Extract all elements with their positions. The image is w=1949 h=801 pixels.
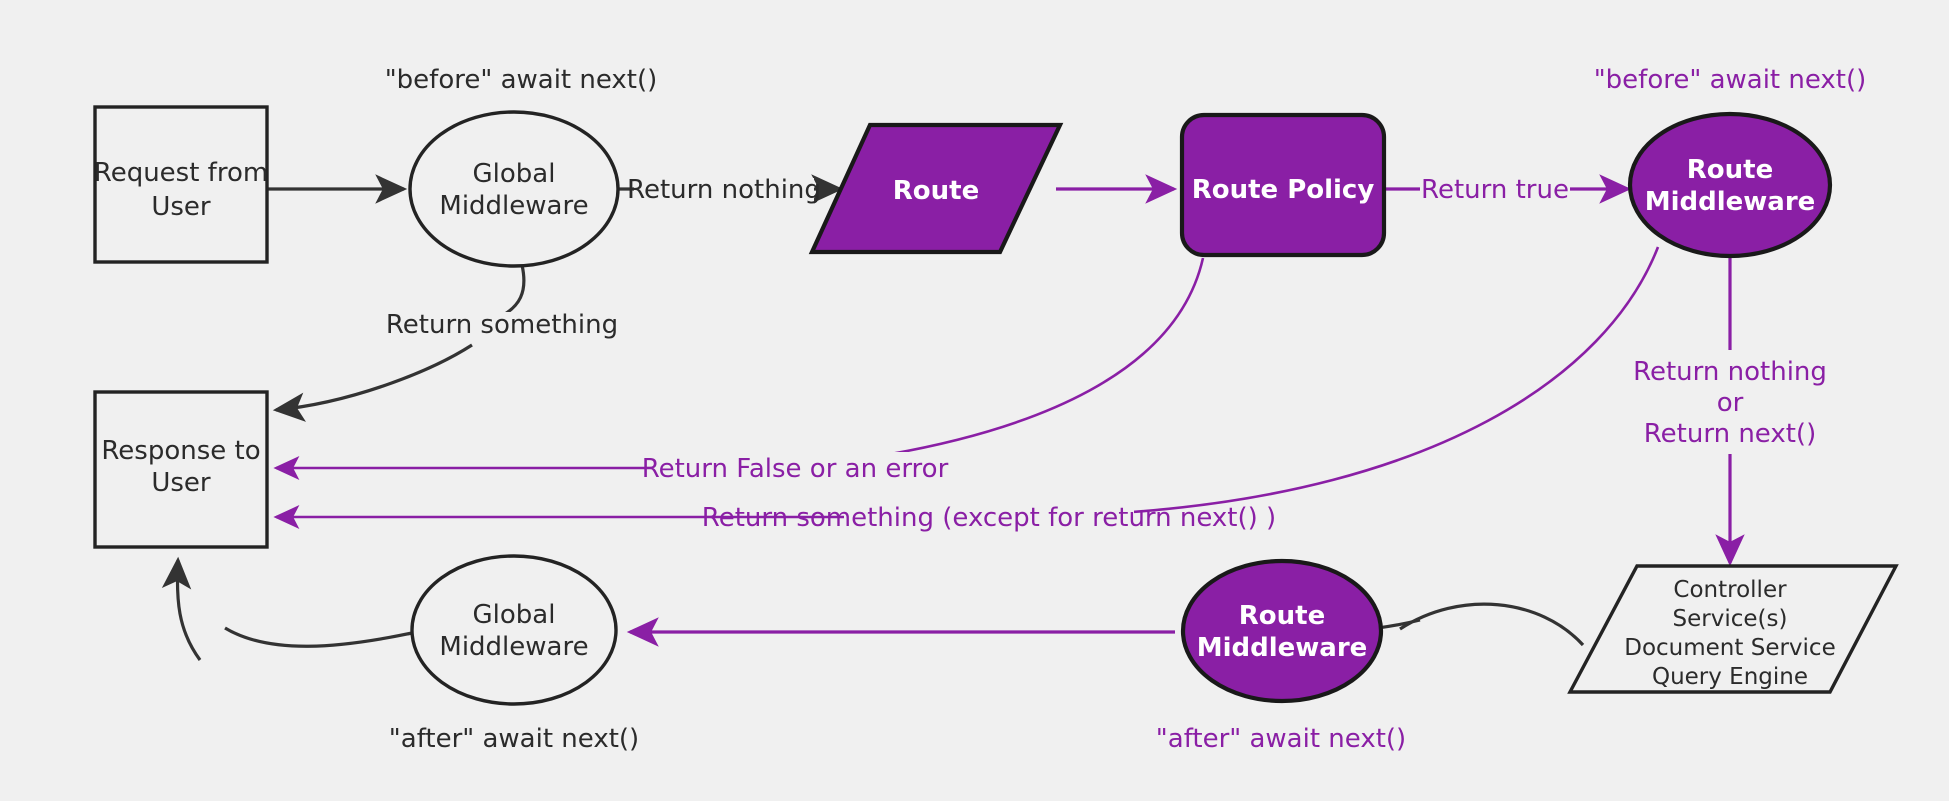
request-from-user-label-line1: Request from (94, 158, 268, 188)
controller-label-line2: Service(s) (1673, 606, 1788, 632)
route-middleware-bottom-ellipse[interactable] (1180, 558, 1384, 704)
edge-label-return-false-or-error: Return False or an error (642, 454, 949, 484)
node-global-middleware-bottom[interactable]: Global Middleware (410, 554, 618, 706)
edge-label-rn-line1: Return nothing (1633, 357, 1827, 387)
route-middleware-bottom-label-line1: Route (1239, 601, 1325, 631)
node-response-to-user[interactable]: Response to User (93, 390, 269, 549)
node-global-middleware-top[interactable]: Global Middleware (408, 110, 620, 268)
return-false-label-backdrop (652, 452, 938, 484)
global-middleware-bottom-label-line2: Middleware (439, 632, 588, 662)
edge-controller-to-route-middleware-bottom (1399, 602, 1585, 647)
node-request-from-user[interactable]: Request from User (93, 105, 269, 264)
controller-label-line4: Query Engine (1652, 664, 1808, 690)
return-nothing-label-backdrop (634, 178, 814, 204)
edge-global-middleware-bottom-curve (224, 626, 413, 648)
route-label: Route (893, 176, 979, 206)
route-policy-label: Route Policy (1192, 175, 1375, 205)
node-route-middleware-bottom[interactable]: Route Middleware (1180, 558, 1384, 704)
return-true-label-backdrop (1420, 178, 1570, 204)
edge-label-rn-line2: or (1717, 388, 1744, 418)
edge-route-middleware-something-curve (1131, 246, 1660, 514)
edge-global-middleware-bottom-to-response (161, 556, 202, 661)
edge-route-policy-false-curve (789, 257, 1205, 470)
node-route-policy[interactable]: Route Policy (1179, 112, 1387, 258)
controller-label-line3: Document Service (1624, 635, 1835, 661)
annotation-before-await-next-route: "before" await next() (1594, 65, 1867, 95)
response-to-user-label-line2: User (151, 468, 211, 498)
edge-label-rn-line3: Return next() (1644, 419, 1816, 449)
return-something-label-backdrop (388, 312, 618, 340)
edge-label-return-something-except-next: Return something (except for return next… (702, 503, 1276, 533)
node-controller-services[interactable]: Controller Service(s) Document Service Q… (1567, 564, 1899, 694)
node-route[interactable]: Route (808, 122, 1064, 255)
global-middleware-top-label-line2: Middleware (439, 191, 588, 221)
edge-label-return-nothing-text: Return nothing (627, 175, 821, 205)
return-something-except-label-backdrop (844, 501, 1134, 533)
global-middleware-bottom-ellipse[interactable] (410, 554, 618, 706)
node-route-middleware-top[interactable]: Route Middleware (1627, 111, 1833, 259)
request-from-user-label-line2: User (151, 192, 211, 222)
annotation-before-await-next-global: "before" await next() (385, 65, 658, 95)
controller-label-line1: Controller (1673, 577, 1787, 603)
response-to-user-box[interactable] (93, 390, 269, 549)
route-middleware-top-label-line2: Middleware (1645, 187, 1816, 217)
route-middleware-top-ellipse[interactable] (1627, 111, 1833, 259)
return-nothing-or-next-backdrop (1612, 352, 1850, 454)
global-middleware-top-ellipse[interactable] (408, 110, 620, 268)
route-parallelogram[interactable] (808, 122, 1064, 255)
edge-label-return-true-text: Return true (1421, 175, 1569, 205)
annotation-after-await-next-global: "after" await next() (389, 724, 639, 754)
edge-label-return-something-text: Return something (386, 310, 618, 340)
global-middleware-top-label-line1: Global (473, 159, 556, 189)
response-to-user-label-line1: Response to (101, 436, 260, 466)
route-policy-box[interactable] (1179, 112, 1387, 258)
edge-return-something-to-response (272, 343, 473, 422)
annotation-after-await-next-route: "after" await next() (1156, 724, 1406, 754)
global-middleware-bottom-label-line1: Global (473, 600, 556, 630)
request-from-user-box[interactable] (93, 105, 269, 264)
controller-parallelogram[interactable] (1567, 564, 1899, 694)
route-middleware-top-label-line1: Route (1687, 155, 1773, 185)
route-middleware-bottom-label-line2: Middleware (1197, 633, 1368, 663)
